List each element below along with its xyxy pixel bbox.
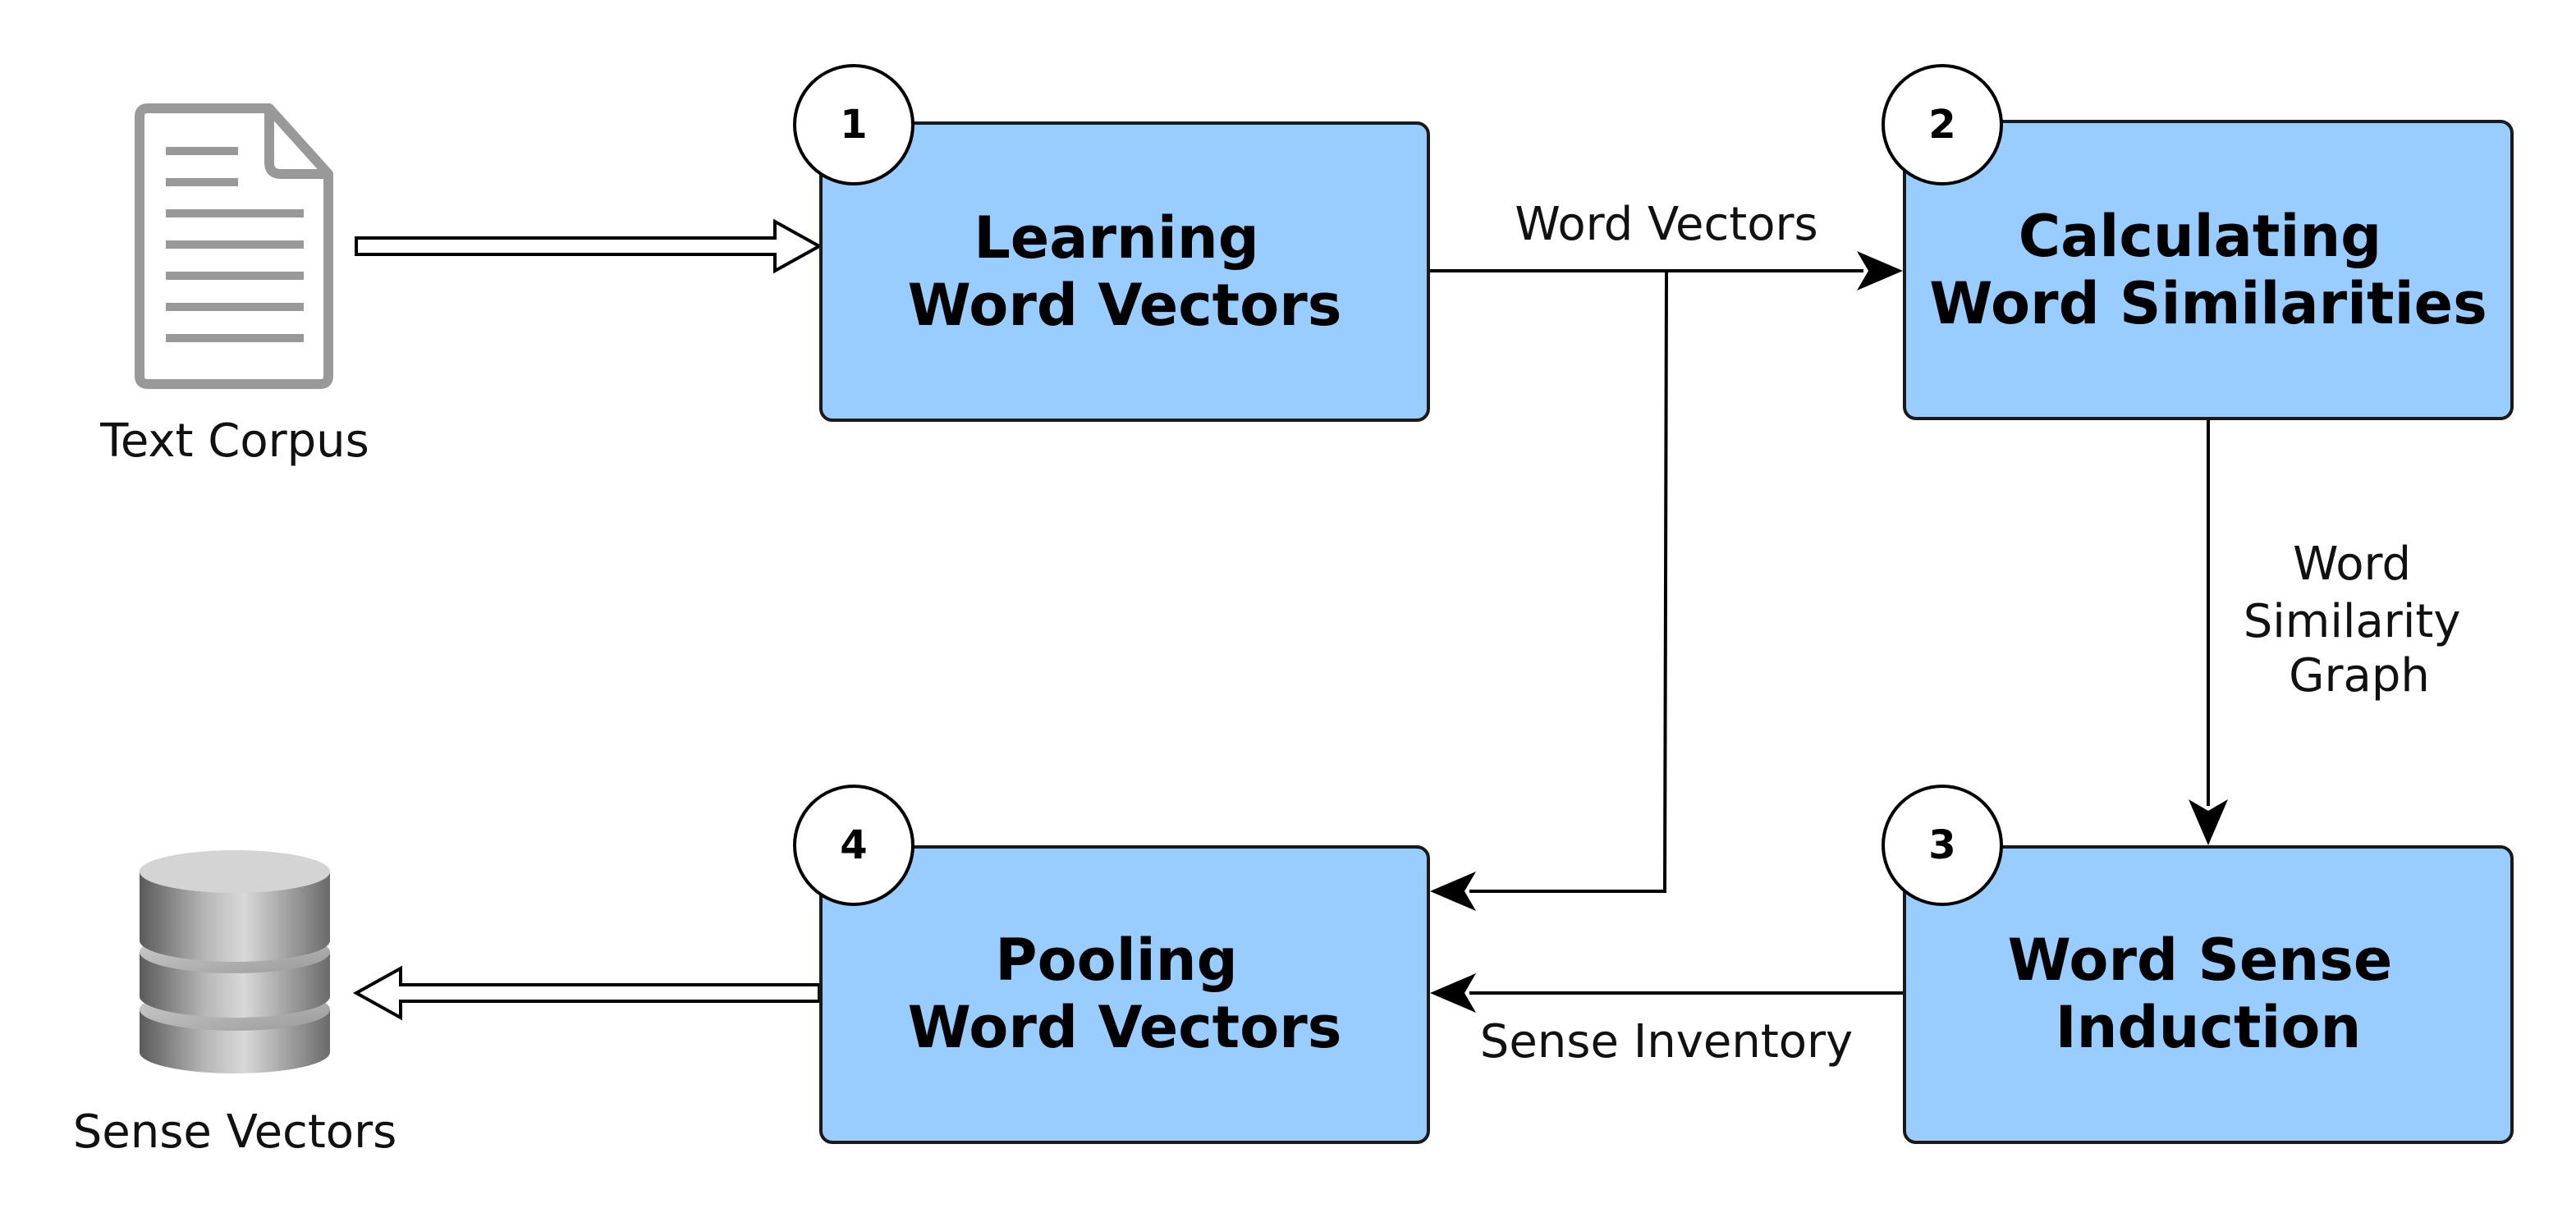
svg-text:4: 4	[840, 822, 867, 868]
svg-text:3: 3	[1928, 822, 1955, 868]
sense-inventory-arrow	[1430, 973, 1904, 1013]
document-icon	[135, 103, 333, 389]
sense-inventory-edge-label: Sense Inventory	[1480, 1015, 1853, 1069]
svg-text:2: 2	[1928, 102, 1955, 148]
svg-text:Word Similarities: Word Similarities	[1929, 270, 2487, 337]
word-vectors-to-step4-arrow	[1430, 270, 1668, 911]
step-2-calculating-word-similarities: Calculating Word Similarities 2	[1882, 64, 2514, 420]
step-4-badge	[793, 785, 914, 906]
svg-text:Word Vectors: Word Vectors	[908, 994, 1342, 1061]
step-3-badge	[1882, 785, 2003, 906]
svg-text:Learning: Learning	[974, 204, 1259, 272]
svg-text:Word Vectors: Word Vectors	[908, 272, 1342, 339]
svg-text:1: 1	[840, 102, 867, 148]
similarity-graph-edge-label: Word Similarity Graph	[2244, 538, 2476, 702]
step-1-badge	[793, 64, 914, 185]
text-corpus-label: Text Corpus	[99, 414, 369, 468]
database-icon	[140, 850, 330, 1073]
step4-to-database-arrow	[352, 965, 821, 1021]
sense-vectors-label: Sense Vectors	[73, 1105, 397, 1159]
svg-text:Calculating: Calculating	[2019, 203, 2382, 270]
step-2-badge	[1882, 64, 2003, 185]
step-3-word-sense-induction: Word Sense Induction 3	[1882, 785, 2514, 1144]
step-4-pooling-word-vectors: Pooling Word Vectors 4	[793, 785, 1430, 1144]
svg-text:Induction: Induction	[2056, 994, 2362, 1061]
corpus-to-step1-arrow	[355, 218, 823, 274]
word-vectors-edge-label: Word Vectors	[1515, 198, 1817, 251]
svg-text:Word Sense: Word Sense	[2008, 927, 2393, 994]
similarity-graph-arrow	[2189, 419, 2228, 845]
word-vectors-arrow	[1430, 251, 1903, 291]
svg-text:Pooling: Pooling	[995, 927, 1237, 994]
step-1-learning-word-vectors: Learning Word Vectors 1	[793, 64, 1430, 422]
